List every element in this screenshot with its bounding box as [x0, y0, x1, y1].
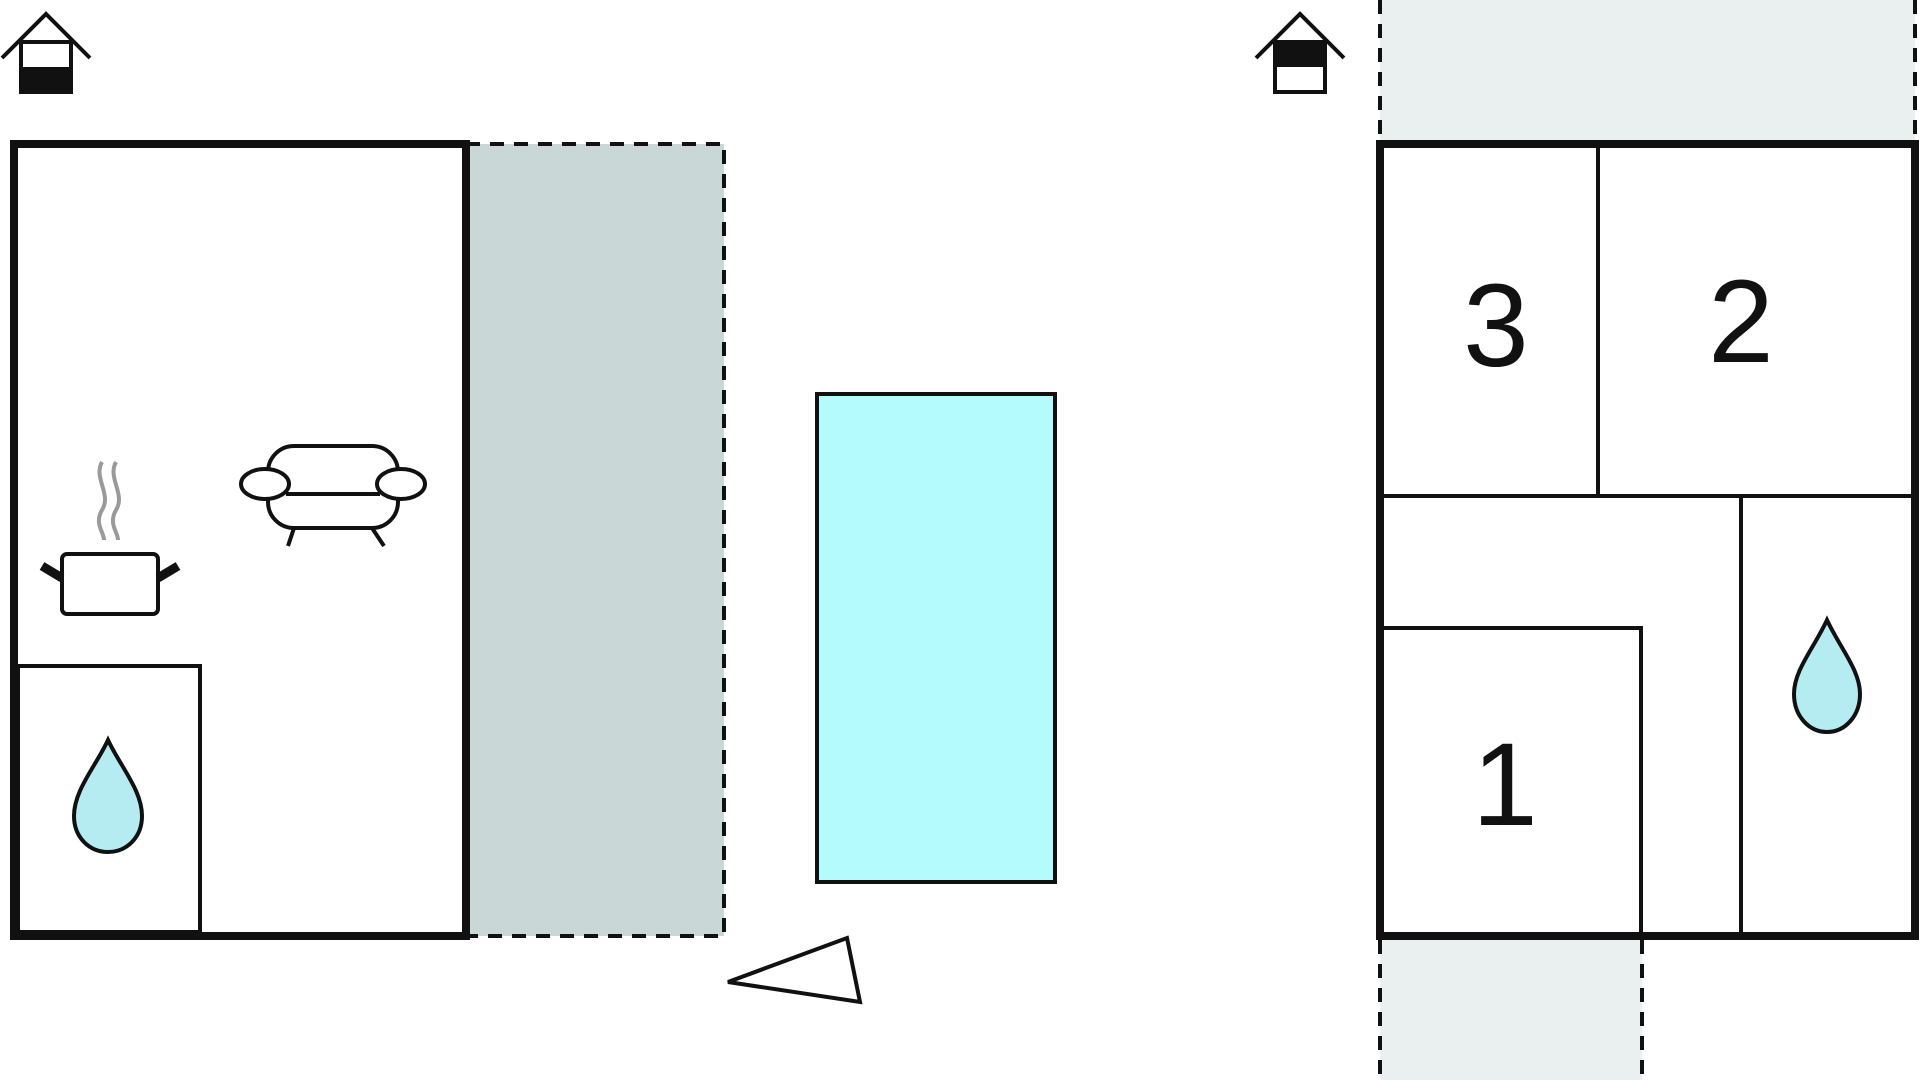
terrace: [466, 142, 726, 938]
upper-floor-walls: [1376, 140, 1919, 940]
bedroom-1-label: 1: [1472, 719, 1538, 851]
sofa-icon: [239, 444, 427, 548]
balcony-top: [1378, 0, 1917, 140]
house-ground-floor-icon: [0, 11, 92, 94]
water-drop-icon: [1791, 615, 1863, 735]
balcony-bottom: [1378, 940, 1644, 1080]
cooking-pot-icon: [39, 461, 181, 616]
bedroom-2-label: 2: [1708, 256, 1774, 388]
water-drop-icon: [71, 735, 145, 855]
interior-walls: [1384, 144, 1911, 932]
house-upper-floor-icon: [1254, 11, 1346, 94]
ground-floor: [0, 11, 1057, 1005]
ground-bathroom: [16, 664, 202, 934]
bedroom-3-label: 3: [1463, 260, 1529, 392]
north-arrow-icon: [727, 935, 863, 1005]
swimming-pool: [815, 392, 1057, 884]
upper-floor: 3 2 1: [1254, 0, 1919, 1080]
